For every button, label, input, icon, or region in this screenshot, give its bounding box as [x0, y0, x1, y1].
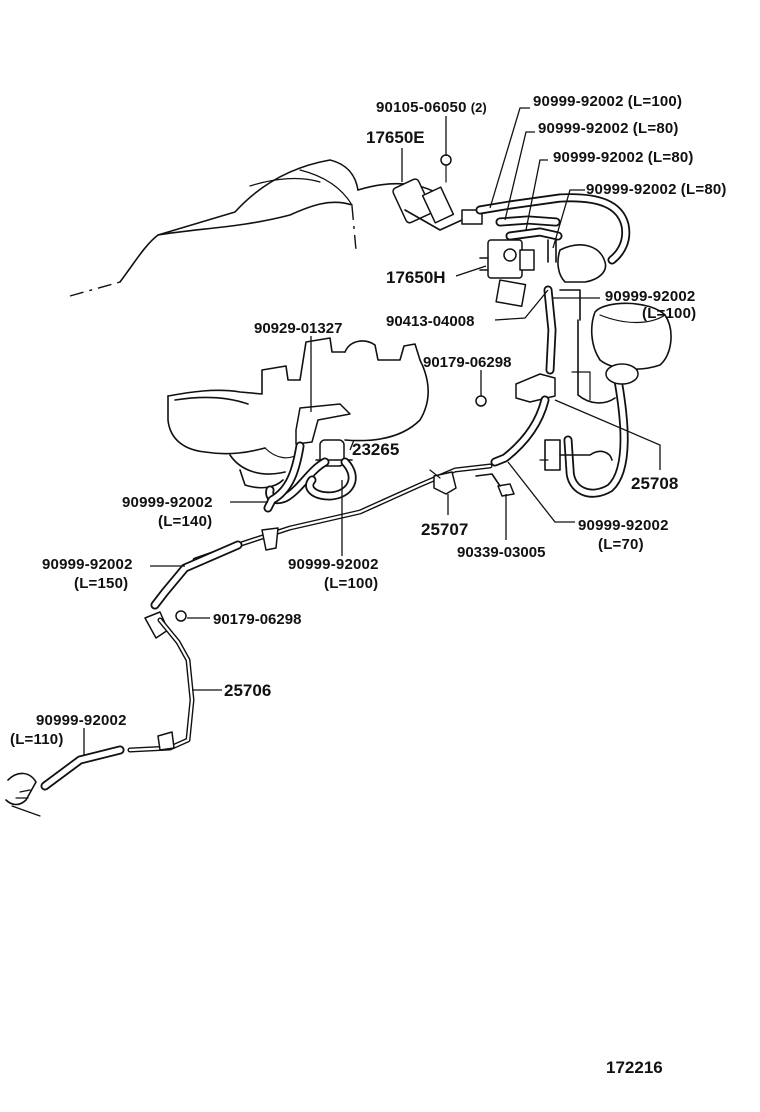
part-number: 17650E	[366, 128, 425, 147]
part-number: 23265	[352, 440, 400, 459]
callout-90179-06298-lower: 90179-06298	[213, 611, 301, 628]
length: (L=100)	[627, 93, 683, 110]
length: (L=80)	[647, 149, 694, 166]
part-number: 90413-04008	[386, 313, 475, 330]
illustration-number: 172216	[606, 1058, 663, 1077]
clip-90339	[475, 473, 515, 497]
bracket-90179	[475, 373, 556, 407]
callout-90179-06298-upper: 90179-06298	[423, 354, 511, 371]
callout-90999-92002-l80-c: 90999-92002 (L=80)	[586, 181, 727, 198]
pipe-25706	[127, 610, 195, 753]
callout-90999-92002-l140: 90999-92002 (L=140)	[122, 494, 213, 530]
callout-90999-92002-l100-top: 90999-92002 (L=100)	[533, 93, 682, 110]
length: (L=80)	[632, 120, 679, 137]
hose-25708	[563, 363, 639, 498]
length: (L=70)	[598, 536, 644, 553]
callout-90999-92002-l70: 90999-92002 (L=70)	[578, 517, 669, 553]
clamp-90929	[295, 403, 351, 445]
part-number: 25707	[421, 520, 469, 539]
intake-manifold-outline	[69, 159, 441, 297]
bracket-25707	[429, 469, 457, 495]
hose-bottom-left	[5, 745, 125, 817]
callout-90105-06050: 90105-06050 (2)	[376, 99, 487, 116]
hoses-around-23265	[263, 441, 357, 513]
length: (L=150)	[74, 575, 129, 592]
part-number: 90999-92002	[288, 556, 379, 573]
length: (L=110)	[10, 731, 64, 748]
callout-90999-92002-l80-a: 90999-92002 (L=80)	[538, 120, 679, 137]
part-number: 90339-03005	[457, 544, 546, 561]
pipe-clip-left	[261, 527, 279, 551]
vsv-17650e	[392, 154, 483, 231]
part-number: 90179-06298	[423, 354, 512, 371]
vsv-17650h	[479, 239, 535, 307]
hose-lower-right	[490, 395, 550, 467]
length: (L=100)	[324, 575, 379, 592]
leader-lines	[83, 107, 661, 756]
callout-17650H: 17650H	[386, 268, 446, 287]
part-number: 90999-92002	[36, 712, 127, 729]
vacuum-pipe	[150, 463, 493, 610]
part-number: 90999-92002	[586, 181, 677, 198]
part-number: 90999-92002	[533, 93, 624, 110]
callout-90999-92002-l100-middle: 90999-92002 (L=100)	[288, 556, 379, 592]
illustration-id: 172216	[606, 1059, 663, 1076]
valve-right	[539, 439, 613, 471]
callout-90999-92002-l110: 90999-92002 (L=110)	[10, 712, 127, 748]
callout-90999-92002-l80-b: 90999-92002 (L=80)	[553, 149, 694, 166]
throttle-body	[557, 244, 672, 404]
part-number: 25706	[224, 681, 272, 700]
part-number: 90999-92002	[553, 149, 644, 166]
part-number: 90999-92002	[538, 120, 629, 137]
part-number: 17650H	[386, 268, 446, 287]
length: (L=140)	[158, 513, 213, 530]
part-number: 90929-01327	[254, 320, 343, 337]
callout-23265: 23265	[352, 440, 399, 459]
part-number: 90999-92002	[42, 556, 133, 573]
part-number: 90179-06298	[213, 611, 302, 628]
callout-90929-01327: 90929-01327	[254, 320, 342, 337]
callout-17650E: 17650E	[366, 128, 425, 147]
part-number: 90999-92002	[578, 517, 669, 534]
part-number: 25708	[631, 474, 679, 493]
quantity: (2)	[470, 100, 487, 115]
part-number: 90999-92002	[122, 494, 213, 511]
callout-90999-92002-l100-right: 90999-92002 (L=100)	[604, 288, 696, 322]
callout-25707: 25707	[421, 520, 468, 539]
part-number: 90999-92002	[604, 288, 696, 305]
callout-25706: 25706	[224, 681, 271, 700]
callout-90999-92002-l150: 90999-92002 (L=150)	[42, 556, 133, 592]
part-number: 90105-06050	[376, 99, 467, 116]
vertical-hose	[543, 285, 557, 375]
callout-90413-04008: 90413-04008	[386, 313, 474, 330]
length: (L=80)	[680, 181, 727, 198]
length: (L=100)	[642, 305, 697, 322]
callout-90339-03005: 90339-03005	[457, 544, 545, 561]
callout-25708: 25708	[631, 474, 678, 493]
intake-plenum-outline	[167, 337, 430, 489]
